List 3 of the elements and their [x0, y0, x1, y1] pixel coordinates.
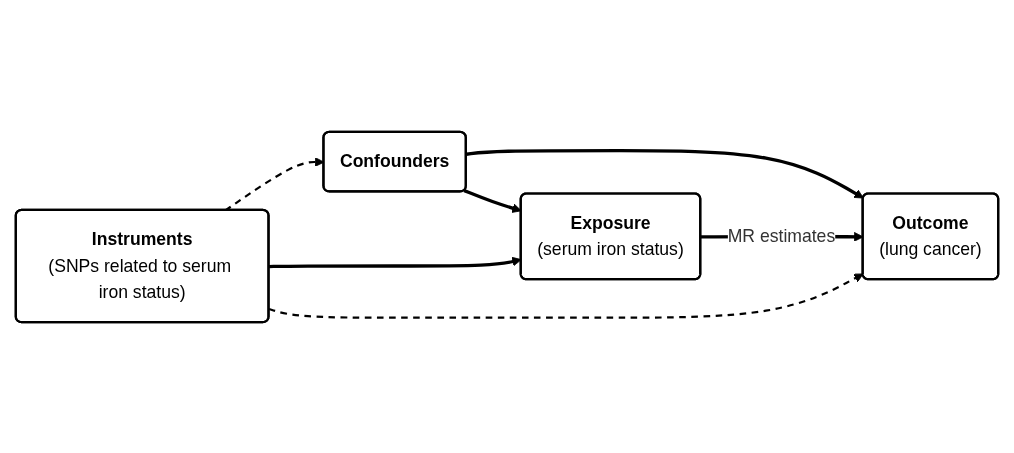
arrow [466, 148, 864, 198]
edge-label: MR estimates [727, 225, 836, 245]
arrow [268, 272, 864, 319]
